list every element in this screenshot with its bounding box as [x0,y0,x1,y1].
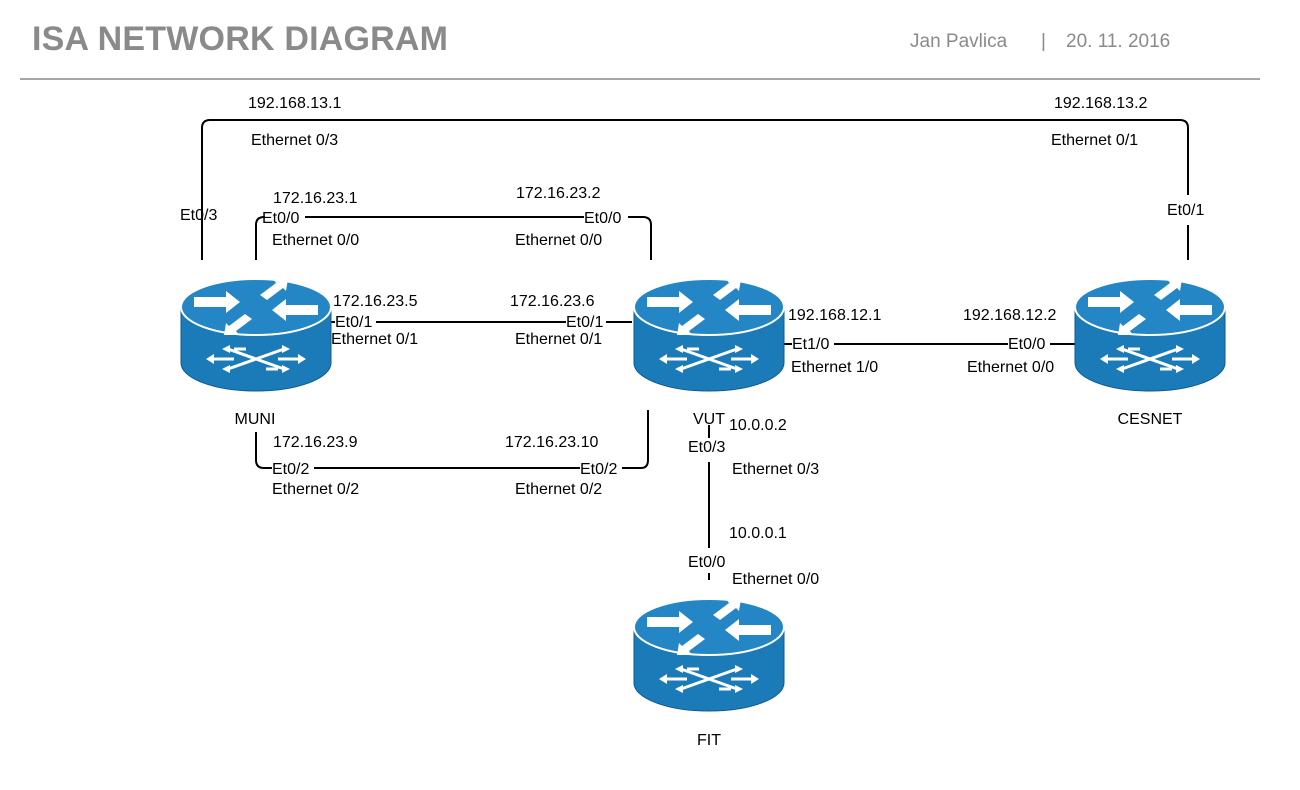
ip-label: 192.168.12.2 [963,307,1057,324]
router-muni[interactable] [179,277,333,393]
interface-short-label: Et0/2 [272,461,309,478]
link-muni-vut-2 [255,410,649,469]
interface-short-label: Et0/0 [688,554,725,571]
router-icon [632,597,786,713]
link-muni-vut-0 [255,216,652,260]
ip-label: 192.168.12.1 [788,307,882,324]
interface-label: Ethernet 1/0 [791,359,878,376]
interface-label: Ethernet 0/0 [732,571,819,588]
interface-label: Ethernet 0/2 [515,481,602,498]
document-date: 20. 11. 2016 [1066,31,1171,52]
router-icon [632,277,786,393]
interface-label: Ethernet 0/2 [272,481,359,498]
interface-label: Ethernet 0/1 [515,331,602,348]
interface-label: Ethernet 0/0 [272,232,359,249]
interface-label: Ethernet 0/0 [515,232,602,249]
router-cesnet[interactable] [1073,277,1227,393]
ip-label: 172.16.23.2 [516,185,601,202]
ip-label: 172.16.23.9 [273,434,358,451]
link-muni-cesnet [201,119,1189,260]
interface-short-label: Et0/3 [180,207,217,224]
interface-short-label: Et0/1 [1167,202,1204,219]
router-icon [1073,277,1227,393]
interface-label: Ethernet 0/3 [251,132,338,149]
ip-label: 10.0.0.1 [729,525,787,542]
interface-label: Ethernet 0/1 [1051,132,1138,149]
interface-short-label: Et0/0 [1008,336,1045,353]
router-label-vut: VUT [693,411,725,428]
ip-label: 192.168.13.1 [248,95,342,112]
ip-label: 172.16.23.10 [505,434,599,451]
router-icon [179,277,333,393]
interface-short-label: Et1/0 [792,336,829,353]
interface-short-label: Et0/0 [262,210,299,227]
ip-label: 10.0.0.2 [729,417,787,434]
router-vut[interactable] [632,277,786,393]
interface-short-label: Et0/1 [335,314,372,331]
header-divider [20,78,1260,80]
ip-label: 172.16.23.1 [273,190,358,207]
ip-label: 192.168.13.2 [1054,95,1148,112]
author-name: Jan Pavlica [910,31,1008,52]
page-title: ISA NETWORK DIAGRAM [32,20,449,58]
interface-label: Ethernet 0/0 [967,359,1054,376]
router-label-muni: MUNI [235,411,276,428]
interface-short-label: Et0/3 [688,439,725,456]
router-label-fit: FIT [697,732,721,749]
interface-short-label: Et0/0 [584,210,621,227]
ip-label: 172.16.23.5 [333,293,418,310]
interface-short-label: Et0/1 [566,314,603,331]
interface-short-label: Et0/2 [580,461,617,478]
header-separator: | [1041,31,1046,52]
router-fit[interactable] [632,597,786,713]
interface-label: Ethernet 0/1 [331,331,418,348]
ip-label: 172.16.23.6 [510,293,595,310]
interface-label: Ethernet 0/3 [732,461,819,478]
router-label-cesnet: CESNET [1118,411,1183,428]
